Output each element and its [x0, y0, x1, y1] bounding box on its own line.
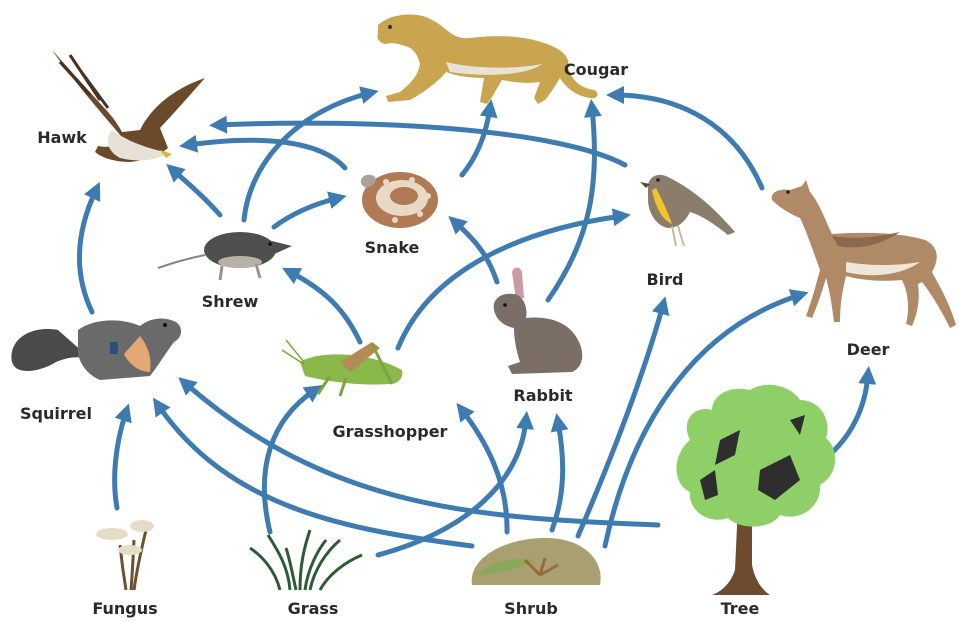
- arrow-squirrel-hawk: [80, 190, 96, 312]
- arrow-shrew-hawk: [173, 170, 220, 215]
- label-cougar: Cougar: [564, 60, 628, 79]
- arrow-shrub-rabbit: [552, 422, 563, 530]
- label-rabbit: Rabbit: [513, 386, 572, 405]
- label-snake: Snake: [365, 238, 420, 257]
- arrow-shrew-snake: [274, 198, 338, 227]
- arrow-tree-squirrel: [185, 383, 658, 525]
- label-hawk: Hawk: [37, 128, 87, 147]
- bird-illustration: [640, 175, 735, 246]
- fungus-illustration: [96, 520, 154, 590]
- label-squirrel: Squirrel: [20, 404, 92, 423]
- arrow-deer-cougar: [615, 95, 762, 188]
- arrow-rabbit-cougar: [548, 108, 595, 300]
- label-deer: Deer: [847, 340, 890, 359]
- label-shrew: Shrew: [202, 292, 258, 311]
- rabbit-illustration: [494, 268, 583, 375]
- tree-illustration: [677, 385, 836, 595]
- grasshopper-illustration: [282, 340, 402, 396]
- shrew-illustration: [158, 232, 292, 280]
- label-bird: Bird: [646, 270, 683, 289]
- deer-illustration: [772, 180, 956, 328]
- label-grasshopper: Grasshopper: [333, 422, 448, 441]
- squirrel-illustration: [12, 319, 182, 380]
- arrow-snake-cougar: [462, 108, 490, 175]
- shrub-illustration: [472, 538, 601, 585]
- label-fungus: Fungus: [92, 599, 157, 618]
- arrow-fungus-squirrel: [115, 412, 126, 508]
- label-grass: Grass: [288, 599, 339, 618]
- grass-illustration: [250, 530, 362, 590]
- snake-illustration: [361, 172, 438, 228]
- arrow-shrew-cougar: [244, 93, 370, 220]
- label-tree: Tree: [721, 599, 760, 618]
- arrow-grasshopper-shrew: [290, 272, 360, 342]
- arrow-grasshopper-bird: [398, 216, 622, 348]
- label-shrub: Shrub: [504, 599, 558, 618]
